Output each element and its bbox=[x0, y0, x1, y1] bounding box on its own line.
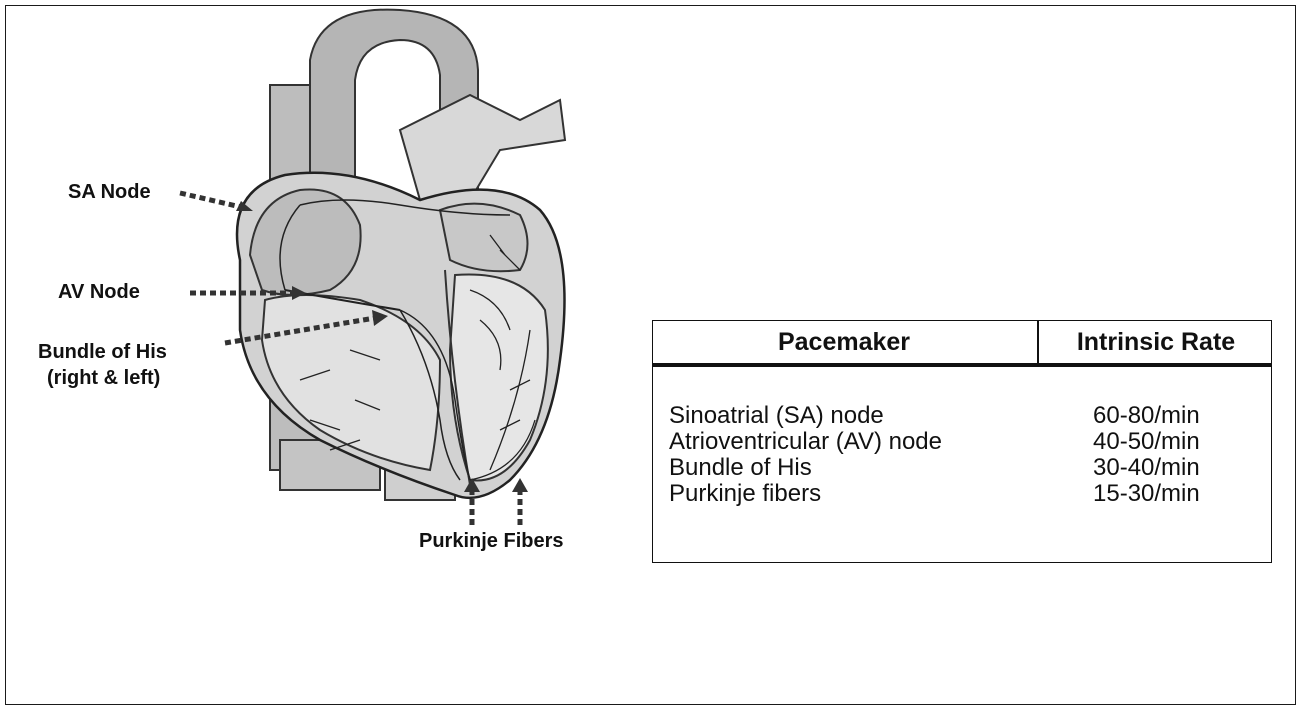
table-body: Sinoatrial (SA) node 60-80/min Atriovent… bbox=[653, 403, 1271, 507]
header-pacemaker: Pacemaker bbox=[653, 321, 1035, 363]
table-row: Bundle of His 30-40/min bbox=[653, 455, 1271, 481]
av-node-label: AV Node bbox=[58, 280, 140, 304]
sa-node-arrow-icon bbox=[180, 193, 253, 211]
intrinsic-rate: 40-50/min bbox=[1093, 429, 1200, 455]
bundle-of-his-sublabel: (right & left) bbox=[47, 366, 160, 390]
sa-node-label: SA Node bbox=[68, 180, 151, 204]
intrinsic-rate: 30-40/min bbox=[1093, 455, 1200, 481]
purkinje-arrow-right-icon bbox=[512, 478, 528, 525]
pacemaker-name: Purkinje fibers bbox=[669, 481, 821, 507]
purkinje-fibers-label: Purkinje Fibers bbox=[419, 529, 564, 553]
table-row: Atrioventricular (AV) node 40-50/min bbox=[653, 429, 1271, 455]
header-intrinsic-rate: Intrinsic Rate bbox=[1037, 321, 1273, 363]
table-row: Sinoatrial (SA) node 60-80/min bbox=[653, 403, 1271, 429]
intrinsic-rate: 15-30/min bbox=[1093, 481, 1200, 507]
heart-icon bbox=[237, 10, 565, 500]
bundle-of-his-label: Bundle of His bbox=[38, 340, 167, 364]
table-row: Purkinje fibers 15-30/min bbox=[653, 481, 1271, 507]
intrinsic-rate: 60-80/min bbox=[1093, 403, 1200, 429]
pacemaker-name: Bundle of His bbox=[669, 455, 812, 481]
pacemaker-rate-table: Pacemaker Intrinsic Rate Sinoatrial (SA)… bbox=[652, 320, 1272, 563]
table-header: Pacemaker Intrinsic Rate bbox=[653, 321, 1271, 367]
pacemaker-name: Sinoatrial (SA) node bbox=[669, 403, 884, 429]
pacemaker-name: Atrioventricular (AV) node bbox=[669, 429, 942, 455]
